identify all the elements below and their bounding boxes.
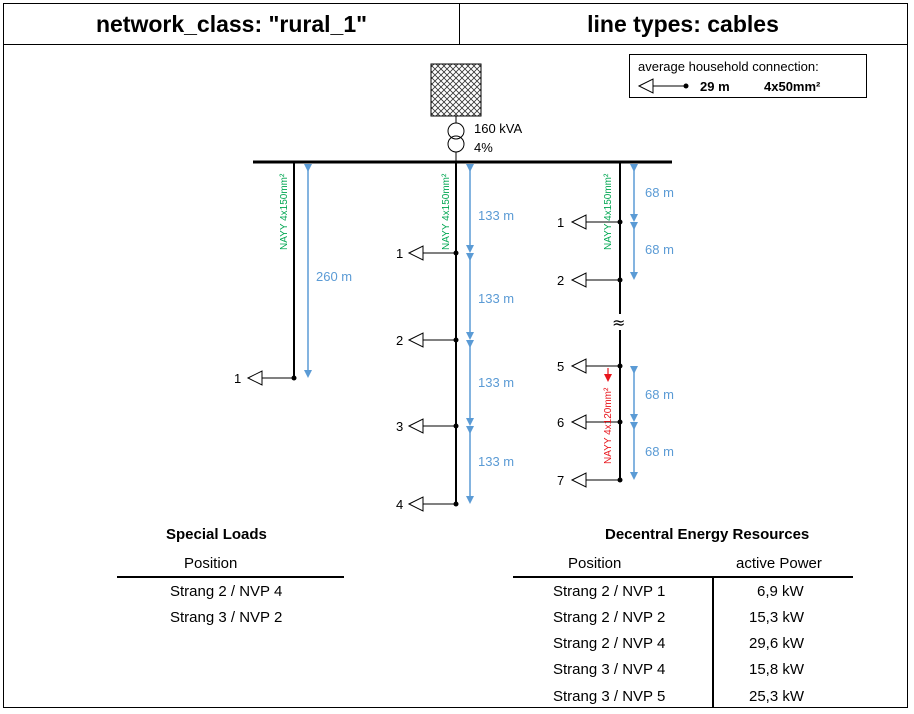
strand-2-node-label-1: 1	[396, 246, 403, 261]
legend-title: average household connection:	[638, 59, 819, 74]
strand-2-load-4-icon	[407, 496, 424, 512]
transformer-impedance: 4%	[474, 140, 493, 155]
line-types-title: line types: cables	[587, 11, 779, 37]
legend-node	[683, 83, 689, 89]
strand-3-node-2	[617, 277, 623, 283]
strand-3-node-label-6: 6	[557, 415, 564, 430]
strand-2-node-label-4: 4	[396, 497, 403, 512]
strand-3-node-label-1: 1	[557, 215, 564, 230]
strand-2-cable-label: NAYY 4x150mm²	[441, 173, 452, 250]
household-connection-legend: average household connection: 29 m 4x50m…	[629, 54, 867, 98]
strand-2-length-2: 133 m	[478, 291, 514, 306]
der-row-3-position: Strang 2 / NVP 4	[553, 635, 666, 652]
legend-load-icon	[637, 78, 654, 94]
strand-2-load-1-icon	[407, 245, 424, 261]
der-row-2-power: 15,3 kW	[749, 609, 805, 626]
strand-2-node-3	[453, 423, 459, 429]
header-divider	[4, 44, 907, 45]
strand-1-node-1	[291, 375, 297, 381]
transformer-winding-lv	[447, 135, 465, 153]
der-row-4-power: 15,8 kW	[749, 661, 805, 678]
strand-3-length-3: 68 m	[645, 387, 674, 402]
strand-2-load-2-icon	[407, 332, 424, 348]
strand-3-cable-label: NAYY 4x150mm²	[603, 173, 614, 250]
strand-3-length-4: 68 m	[645, 444, 674, 459]
strand-3-node-label-7: 7	[557, 473, 564, 488]
der-row-1-power: 6,9 kW	[757, 583, 804, 600]
der-row-3-power: 29,6 kW	[749, 635, 805, 652]
strand-2-length-4: 133 m	[478, 454, 514, 469]
der-row-5-position: Strang 3 / NVP 5	[553, 688, 666, 705]
strand-3-length-1: 68 m	[645, 185, 674, 200]
strand-1-length: 260 m	[316, 269, 352, 284]
page-frame: network_class: "rural_1" line types: cab…	[3, 3, 908, 708]
strand-1-cable-label: NAYY 4x150mm²	[279, 173, 290, 250]
der-row-1-position: Strang 2 / NVP 1	[553, 583, 666, 600]
strand-3-node-label-5: 5	[557, 359, 564, 374]
der-header-power: active Power	[736, 555, 822, 572]
der-row-2-position: Strang 2 / NVP 2	[553, 609, 666, 626]
strand-2-load-3-icon	[407, 418, 424, 434]
strand-3-load-6-icon	[570, 414, 587, 430]
strand-3-length-2: 68 m	[645, 242, 674, 257]
strand-1-load-1-icon	[246, 370, 263, 386]
strand-3-load-2-icon	[570, 272, 587, 288]
strand-2-node-4	[453, 501, 459, 507]
strand-2-node-2	[453, 337, 459, 343]
der-header-position: Position	[568, 555, 622, 572]
strand-3-node-7	[617, 477, 623, 483]
strand-3-load-7-icon	[570, 472, 587, 488]
der-column-divider	[712, 577, 714, 707]
strand-3-cable-label-alt: NAYY 4x120mm²	[603, 387, 614, 464]
strand-3-node-1	[617, 219, 623, 225]
der-title: Decentral Energy Resources	[605, 526, 810, 543]
der-header-rule	[513, 576, 853, 578]
special-loads-row-1: Strang 2 / NVP 4	[170, 583, 283, 600]
der-row-4-position: Strang 3 / NVP 4	[553, 661, 666, 678]
strand-3-nodes	[570, 214, 623, 488]
strand-2-node-1	[453, 250, 459, 256]
legend-length: 29 m	[700, 79, 730, 94]
strand-3-load-1-icon	[570, 214, 587, 230]
strand-2-node-label-2: 2	[396, 333, 403, 348]
strand-3-load-5-icon	[570, 358, 587, 374]
network-class-title: network_class: "rural_1"	[4, 4, 460, 44]
special-loads-header-position: Position	[184, 555, 238, 572]
strand-3-node-5	[617, 363, 623, 369]
strand-3-node-6	[617, 419, 623, 425]
special-loads-header-rule	[117, 576, 344, 578]
strand-3-node-label-2: 2	[557, 273, 564, 288]
strand-3-break-symbol: ≈	[612, 313, 625, 332]
strand-2-length-1: 133 m	[478, 208, 514, 223]
strand-2-node-label-3: 3	[396, 419, 403, 434]
transformer-rating: 160 kVA	[474, 121, 523, 136]
special-loads-row-2: Strang 3 / NVP 2	[170, 609, 283, 626]
special-loads-title: Special Loads	[166, 526, 267, 543]
mv-grid-source	[430, 63, 482, 117]
strand-2-length-3: 133 m	[478, 375, 514, 390]
transformer-winding-hv	[447, 122, 465, 140]
legend-cable: 4x50mm²	[764, 79, 821, 94]
strand-1-node-label: 1	[234, 371, 241, 386]
der-row-5-power: 25,3 kW	[749, 688, 805, 705]
strand-2-nodes	[407, 245, 459, 512]
